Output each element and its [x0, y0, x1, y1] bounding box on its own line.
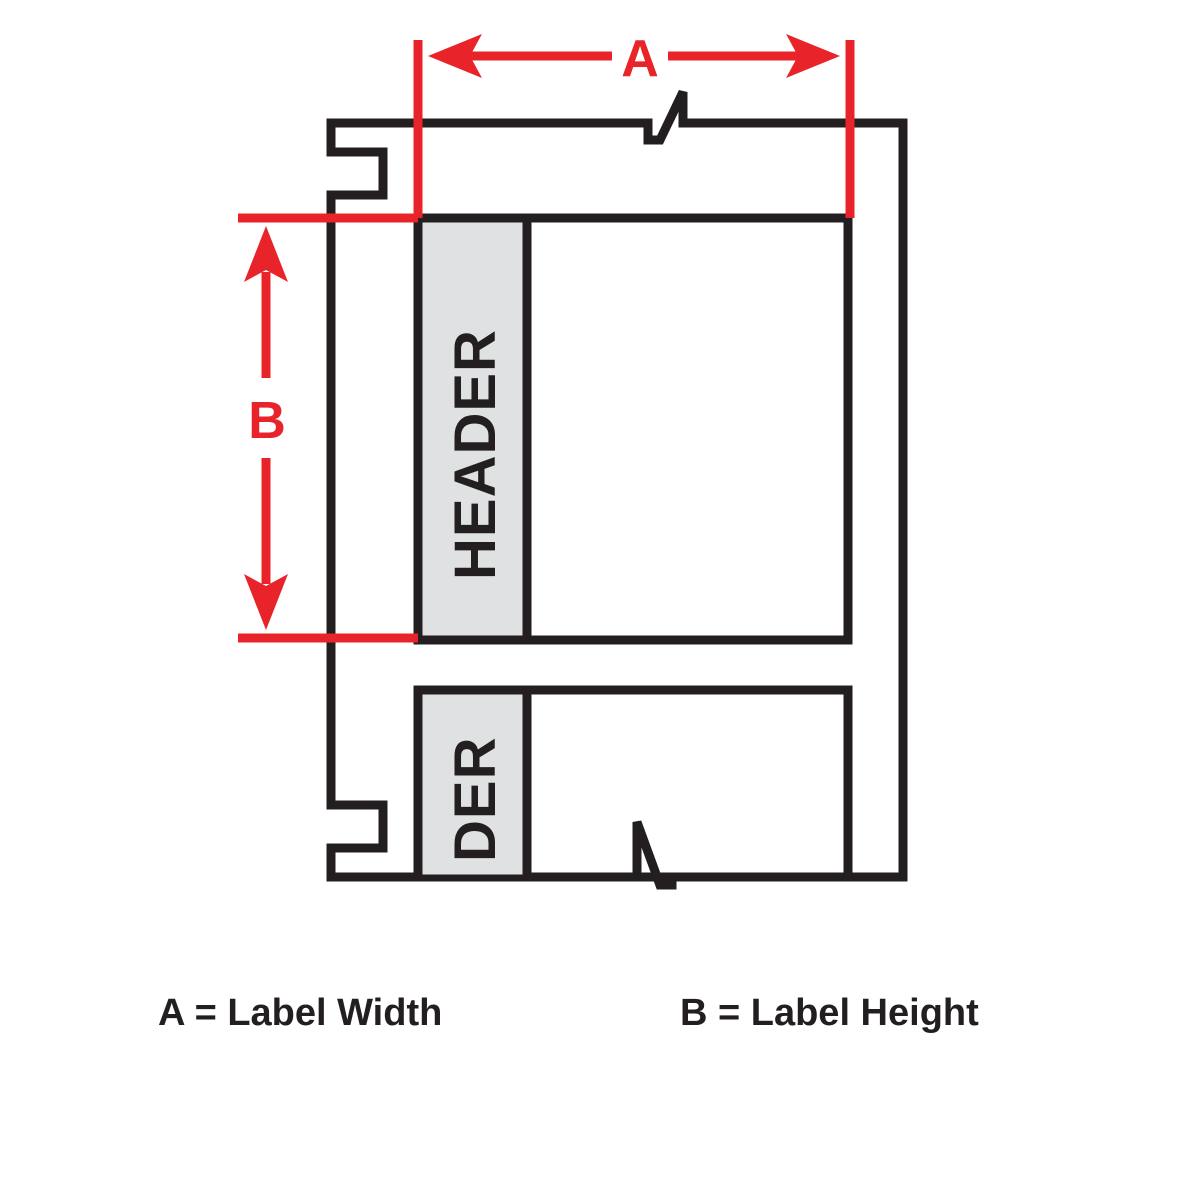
dimension-b-arrowhead-bottom-icon — [244, 574, 288, 630]
dimension-b-letter: B — [248, 392, 286, 450]
legend-item-a: A = Label Width — [158, 992, 442, 1034]
label-top[interactable]: HEADER — [413, 213, 853, 645]
dimension-a-letter: A — [621, 30, 659, 88]
dimension-b-arrowhead-top-icon — [244, 226, 288, 282]
label-top-header-strip — [422, 222, 528, 636]
liner-left-edge-with-sprocket-notches — [326, 118, 388, 882]
dimension-b-group: B — [238, 213, 418, 643]
label-bottom-header-text: DER — [443, 737, 508, 862]
dimension-a-arrowhead-left-icon — [428, 34, 482, 78]
dimension-a-group: A — [413, 30, 855, 218]
dimension-a-arrowhead-right-icon — [786, 34, 840, 78]
label-bottom-header-strip — [422, 694, 528, 875]
legend-item-b: B = Label Height — [680, 992, 979, 1034]
label-top-header-text: HEADER — [443, 329, 508, 580]
label-bottom[interactable]: DER — [413, 685, 853, 890]
liner-top-break-line-icon — [643, 90, 908, 145]
legend: A = Label Width B = Label Height — [158, 992, 979, 1034]
label-bottom-break-line-icon — [632, 820, 853, 890]
